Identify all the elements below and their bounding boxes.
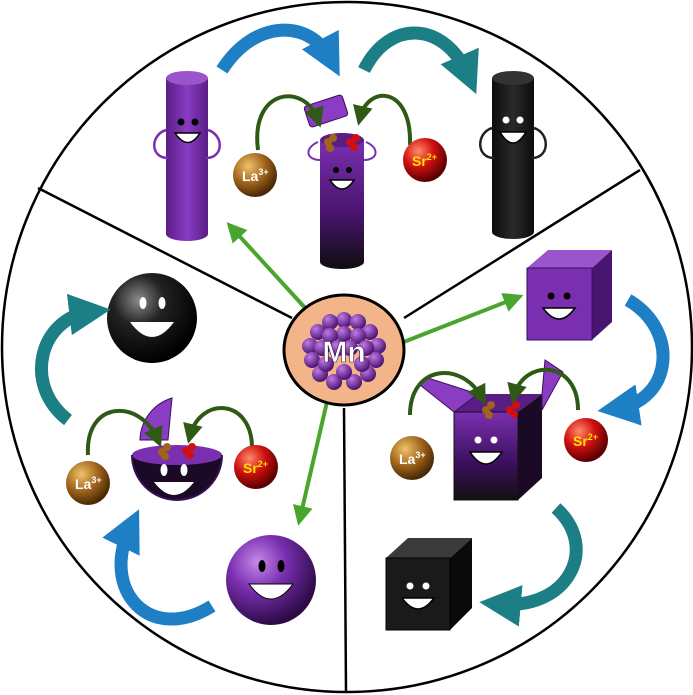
- blue-arrow-icon: [216, 23, 340, 77]
- sr-insert-arrow-icon: [183, 406, 254, 449]
- section-cube: La3+ Sr2+: [385, 250, 670, 631]
- mn-particle: [336, 326, 352, 342]
- mn-particle: [368, 352, 384, 368]
- blue-arrow-icon: [597, 294, 670, 426]
- mn-label: Mn: [322, 336, 365, 369]
- section-sphere: La3+ Sr2+: [35, 273, 316, 626]
- mn-particle: [336, 364, 352, 380]
- purple-sphere: [226, 535, 316, 625]
- sr-insert-arrow-icon: [507, 367, 580, 411]
- purple-cube: [526, 250, 612, 341]
- mn-particle: [314, 340, 330, 356]
- mn-particle: [336, 312, 352, 328]
- la-ion-sphere: La3+: [66, 461, 110, 505]
- la-insert-arrow-icon: [255, 94, 324, 151]
- mn-precursor: Mn: [226, 222, 524, 526]
- sr-ion-rod: Sr2+: [403, 138, 447, 182]
- black-sphere: [107, 273, 197, 363]
- svg-text:La3+: La3+: [75, 475, 102, 492]
- black-cube: [385, 538, 472, 631]
- mn-particle: [304, 352, 320, 368]
- black-rod: [479, 71, 547, 239]
- green-arrow-to-rod-icon: [226, 222, 320, 324]
- blue-arrow-icon: [102, 509, 216, 626]
- mn-particle: [354, 356, 370, 372]
- mn-particle: [350, 328, 366, 344]
- mn-particle: [350, 314, 366, 330]
- mn-particle: [330, 340, 346, 356]
- teal-arrow-icon: [358, 26, 479, 95]
- mn-particle: [326, 374, 342, 390]
- teal-arrow-icon: [479, 503, 583, 627]
- green-arrow-to-cube-icon: [395, 293, 524, 347]
- mn-particle: [370, 338, 386, 354]
- mn-particle: [322, 328, 338, 344]
- section-rod: La3+ Sr2+: [153, 23, 547, 269]
- divider-bottom: [342, 407, 348, 693]
- sr-ion-cube: Sr2+: [564, 418, 608, 462]
- mn-particle: [302, 338, 318, 354]
- purple-rod: [153, 71, 221, 241]
- la-ion-cube: La3+: [390, 436, 434, 480]
- svg-text:Sr2+: Sr2+: [243, 459, 268, 476]
- svg-text:La3+: La3+: [242, 167, 269, 184]
- mn-particle-cluster: [302, 312, 386, 390]
- mn-particle: [346, 374, 362, 390]
- la-insert-arrow-icon: [85, 408, 163, 456]
- mn-particle: [318, 356, 334, 372]
- mixed-rod: [303, 94, 377, 269]
- svg-text:Sr2+: Sr2+: [573, 432, 598, 449]
- teal-arrow-icon: [35, 293, 111, 426]
- mn-particle: [358, 340, 374, 356]
- divider-right: [403, 168, 641, 320]
- svg-text:La3+: La3+: [399, 450, 426, 467]
- la-ion-rod: La3+: [233, 153, 277, 197]
- divider-left: [37, 186, 293, 320]
- sr-insert-arrow-icon: [353, 93, 413, 146]
- mn-particle: [322, 314, 338, 330]
- la-insert-arrow-icon: [408, 371, 486, 416]
- svg-text:Sr2+: Sr2+: [412, 152, 437, 169]
- sr-ion-sphere: Sr2+: [234, 445, 278, 489]
- mn-particle: [342, 340, 358, 356]
